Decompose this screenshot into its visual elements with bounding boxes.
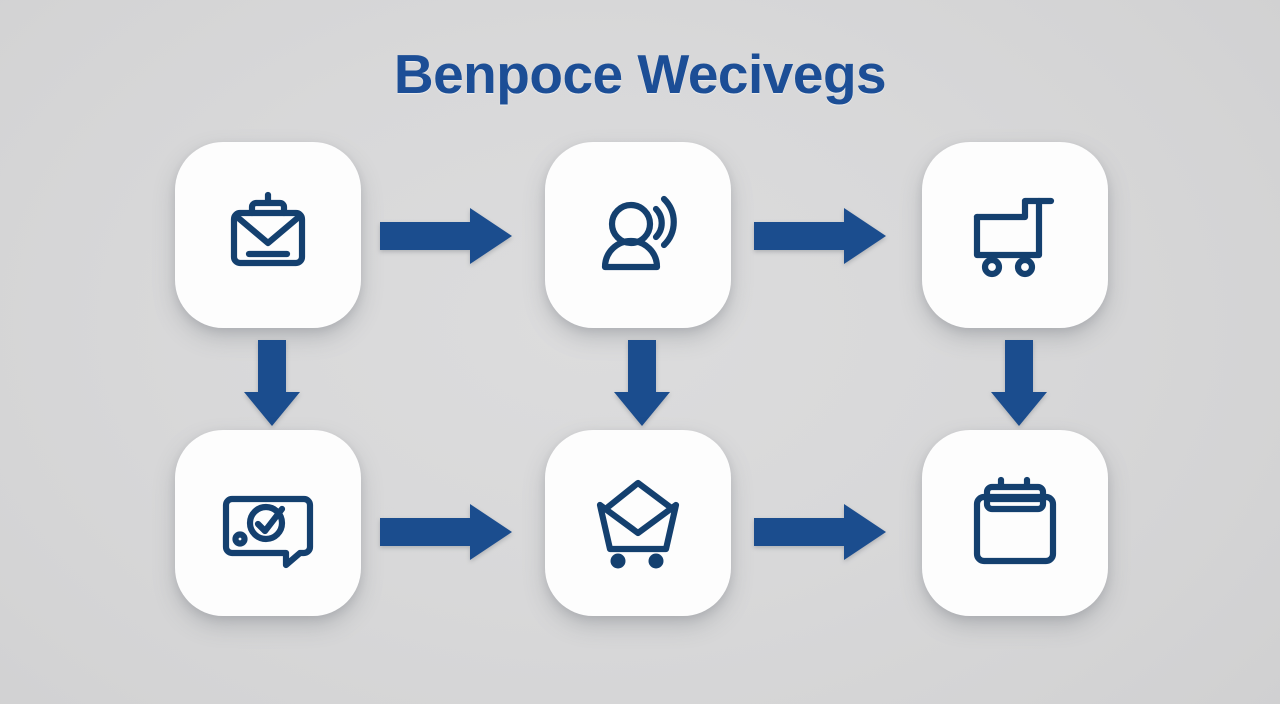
node-card-1[interactable] [175, 142, 361, 328]
node-card-5[interactable] [545, 430, 731, 616]
node-card-6[interactable] [922, 430, 1108, 616]
connector-arrow-7 [752, 498, 888, 566]
connector-arrow-6 [378, 498, 514, 566]
connector-arrow-4 [608, 338, 676, 428]
speech-bubble-check-icon [216, 471, 320, 575]
person-signal-icon [586, 183, 690, 287]
node-card-2[interactable] [545, 142, 731, 328]
shopping-cart-icon [963, 183, 1067, 287]
briefcase-envelope-icon [216, 183, 320, 287]
clipboard-icon [963, 471, 1067, 575]
cart-envelope-icon [586, 471, 690, 575]
connector-arrow-5 [985, 338, 1053, 428]
page-title: Benpoce Wecivegs [393, 43, 887, 105]
connector-arrow-2 [752, 202, 888, 270]
connector-arrow-3 [238, 338, 306, 428]
node-card-3[interactable] [922, 142, 1108, 328]
node-card-4[interactable] [175, 430, 361, 616]
connector-arrow-1 [378, 202, 514, 270]
